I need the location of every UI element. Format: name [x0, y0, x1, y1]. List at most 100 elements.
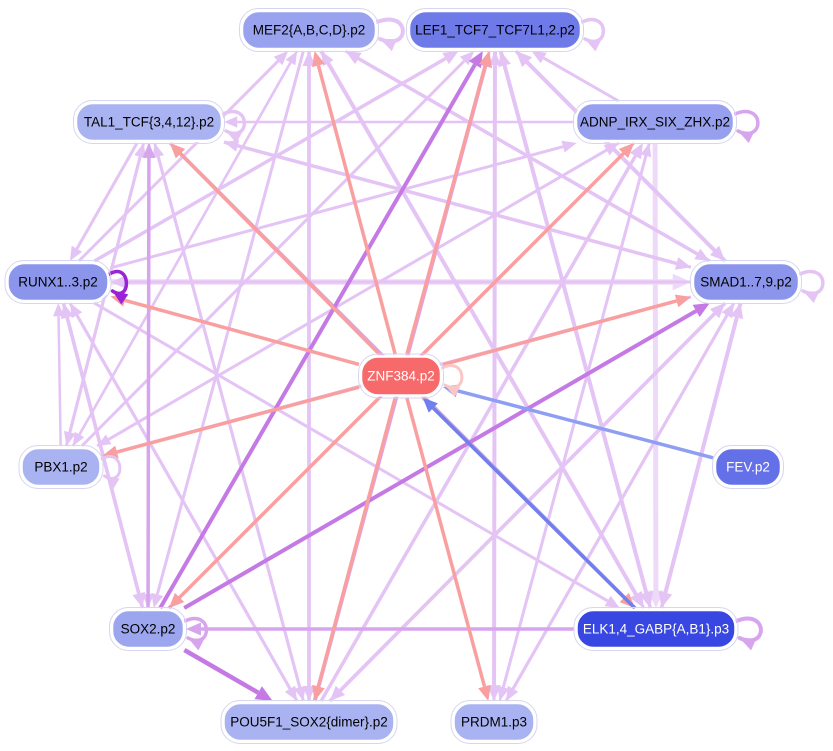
node-group-ADNP: ADNP_IRX_SIX_ZHX.p2 [573, 100, 737, 144]
node-outline-TAL1 [73, 100, 225, 144]
node-SOX2[interactable] [110, 608, 186, 650]
node-ADNP[interactable] [574, 101, 736, 143]
node-group-ZNF384: ZNF384.p2 [358, 353, 444, 399]
self-loop-MEF2 [375, 17, 405, 52]
node-ELK[interactable] [575, 608, 737, 650]
self-loop-LEF1 [580, 18, 606, 52]
node-outline-LEF1 [406, 8, 584, 52]
node-group-POU5F1: POU5F1_SOX2{dimer}.p2 [220, 700, 398, 744]
edge-ZNF384-ADNP [421, 143, 634, 356]
edge-SMAD-PRDM1 [506, 302, 736, 701]
edge-RUNX-POU5F1 [68, 302, 298, 701]
node-MEF2[interactable] [240, 9, 378, 51]
node-outline-PRDM1 [450, 700, 538, 744]
edge-MEF2-SMAD [344, 49, 710, 261]
node-FEV[interactable] [713, 446, 783, 488]
node-POU5F1[interactable] [222, 701, 396, 743]
node-group-RUNX: RUNX1..3.p2 [4, 260, 112, 304]
edge-PBX1-LEF1 [80, 51, 475, 448]
self-loop-RUNX [107, 269, 129, 305]
node-outline-SMAD [690, 260, 802, 304]
edge-SOX2-LEF1 [158, 51, 483, 610]
node-LEF1[interactable] [407, 9, 583, 51]
edge-RUNX-MEF2 [77, 51, 289, 263]
node-group-PBX1: PBX1.p2 [18, 445, 104, 489]
node-group-ELK: ELK1,4_GABP{A,B1}.p3 [573, 607, 739, 651]
node-label-ADNP: ADNP_IRX_SIX_ZHX.p2 [580, 115, 730, 130]
node-label-PBX1: PBX1.p2 [34, 460, 87, 475]
node-label-PRDM1: PRDM1.p3 [461, 715, 527, 730]
edge-SOX2-POU5F1 [183, 648, 273, 701]
node-outline-FEV [712, 445, 784, 489]
node-label-RUNX: RUNX1..3.p2 [18, 275, 98, 290]
node-label-MEF2: MEF2{A,B,C,D}.p2 [253, 23, 366, 38]
edge-RUNX-ELK [93, 301, 620, 608]
edge-TAL1-POU5F1 [153, 142, 306, 701]
edge-SMAD-POU5F1 [329, 301, 727, 701]
node-label-LEF1: LEF1_TCF7_TCF7L1,2.p2 [415, 23, 575, 38]
edge-ZNF384-POU5F1 [312, 397, 397, 701]
node-group-LEF1: LEF1_TCF7_TCF7L1,2.p2 [406, 8, 584, 52]
edge-ZNF384-SMAD [442, 294, 691, 367]
node-TAL1[interactable] [74, 101, 224, 143]
node-ZNF384[interactable] [359, 355, 443, 397]
node-outline-RUNX [4, 260, 112, 304]
node-outline-ADNP [573, 100, 737, 144]
edge-ADNP-LEF1 [531, 51, 620, 103]
node-group-SMAD: SMAD1..7,9.p2 [690, 260, 802, 304]
node-outline-ELK [573, 607, 739, 651]
self-loop-ELK [734, 616, 763, 651]
node-label-FEV: FEV.p2 [726, 460, 770, 475]
edge-PBX1-RUNX [52, 303, 65, 447]
edge-RUNX-LEF1 [93, 51, 459, 263]
self-loop-SMAD [798, 270, 825, 304]
self-loop-ZNF384 [440, 364, 464, 397]
node-SMAD[interactable] [691, 261, 801, 303]
edge-SOX2-SMAD [183, 303, 710, 610]
edge-LEF1-SMAD [514, 49, 726, 261]
edge-MEF2-POU5F1 [302, 51, 316, 701]
node-label-TAL1: TAL1_TCF{3,4,12}.p2 [84, 115, 214, 130]
self-loop-TAL1 [221, 110, 247, 144]
node-label-SOX2: SOX2.p2 [121, 622, 176, 637]
node-label-SMAD: SMAD1..7,9.p2 [700, 275, 792, 290]
node-label-ELK: ELK1,4_GABP{A,B1}.p3 [583, 622, 729, 637]
edge-MEF2-PBX1 [72, 50, 299, 446]
self-loop-ADNP [733, 110, 760, 144]
node-group-SOX2: SOX2.p2 [109, 607, 187, 651]
edge-LEF1-ELK [498, 50, 654, 608]
node-group-FEV: FEV.p2 [712, 445, 784, 489]
edge-TAL1-RUNX [69, 142, 139, 261]
edge-SOX2-TAL1 [142, 143, 156, 609]
edge-ZNF384-MEF2 [312, 51, 397, 355]
edge-ZNF384-TAL1 [169, 143, 381, 356]
node-PBX1[interactable] [20, 446, 102, 488]
node-outline-MEF2 [239, 8, 379, 52]
node-label-POU5F1: POU5F1_SOX2{dimer}.p2 [230, 715, 388, 730]
node-label-ZNF384: ZNF384.p2 [367, 369, 435, 384]
self-loop-PBX1 [100, 455, 122, 489]
node-group-PRDM1: PRDM1.p3 [450, 700, 538, 744]
edge-ZNF384-PRDM1 [405, 397, 491, 701]
edge-ELK-SOX2 [186, 622, 575, 636]
edge-ZNF384-LEF1 [405, 51, 492, 355]
edge-LEF1-PRDM1 [487, 50, 502, 701]
node-outline-ZNF384 [358, 353, 444, 399]
edge-MEF2-SOX2 [151, 50, 305, 608]
node-RUNX[interactable] [6, 261, 110, 303]
node-PRDM1[interactable] [452, 701, 536, 743]
edge-SMAD-RUNX [110, 275, 691, 289]
edge-POU5F1-ADNP [319, 143, 643, 702]
node-group-MEF2: MEF2{A,B,C,D}.p2 [239, 8, 379, 52]
edge-SMAD-ELK [658, 302, 743, 608]
self-loop-SOX2 [183, 617, 209, 651]
edge-ADNP-PRDM1 [497, 142, 651, 701]
node-outline-PBX1 [18, 445, 104, 489]
edge-ELK-ZNF384 [422, 397, 637, 610]
edge-ZNF384-PBX1 [102, 385, 360, 459]
edge-RUNX-SOX2 [61, 302, 146, 608]
node-group-TAL1: TAL1_TCF{3,4,12}.p2 [73, 100, 225, 144]
edge-ADNP-ELK [647, 142, 664, 608]
